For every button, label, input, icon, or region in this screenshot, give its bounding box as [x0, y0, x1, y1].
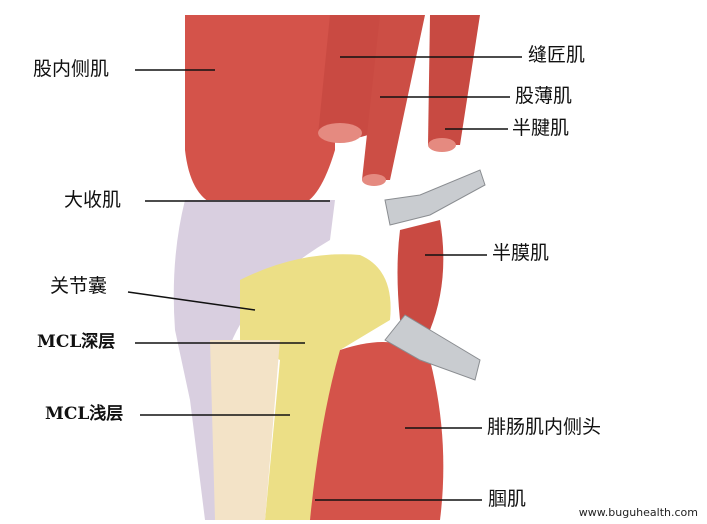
label-joint-capsule: 关节囊 [50, 275, 108, 297]
label-popliteus: 腘肌 [488, 488, 527, 510]
semimembranosus-muscle [397, 220, 444, 330]
label-semimembranosus: 半膜肌 [492, 242, 550, 264]
label-sartorius: 缝匠肌 [528, 44, 586, 66]
mcl-ligament [240, 254, 391, 520]
retractor-lower [384, 314, 481, 381]
label-gracilis: 股薄肌 [515, 85, 573, 107]
gastrocnemius-muscle [310, 342, 444, 520]
label-vastus-medialis: 股内侧肌 [33, 58, 110, 80]
label-mcl-deep: MCL深层 [37, 332, 116, 352]
label-mcl-superficial: MCL浅层 [45, 404, 124, 424]
label-semitendinosus: 半腱肌 [512, 117, 570, 139]
watermark: www.buguhealth.com [575, 505, 701, 520]
leader-lines [127, 56, 522, 501]
semitendinosus-muscle [428, 15, 480, 145]
retractor-upper [384, 169, 486, 226]
label-gastrocnemius-medial-head: 腓肠肌内侧头 [487, 416, 602, 438]
vastus-medialis-muscle [185, 15, 335, 205]
label-adductor-magnus: 大收肌 [64, 189, 122, 211]
